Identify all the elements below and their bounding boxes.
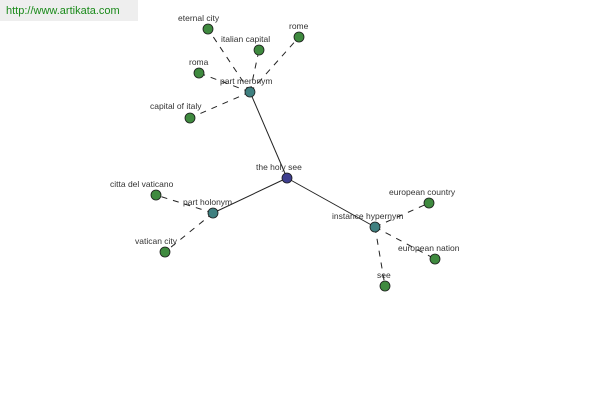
node-vatcity[interactable] <box>159 246 171 258</box>
node-label-holonym: part holonym <box>183 197 232 207</box>
node-see[interactable] <box>379 280 391 292</box>
node-hypernym[interactable] <box>369 221 381 233</box>
node-meronym[interactable] <box>244 86 256 98</box>
node-label-capitaly: capital of italy <box>150 101 202 111</box>
edge-root-holonym <box>212 177 288 214</box>
node-citta[interactable] <box>150 189 162 201</box>
node-root[interactable] <box>281 172 293 184</box>
labels-layer: the holy see part meronym part holonym inst… <box>110 13 460 280</box>
node-eunation[interactable] <box>429 253 441 265</box>
node-capitaly[interactable] <box>184 112 196 124</box>
node-label-citta: citta del vaticano <box>110 179 174 189</box>
node-label-meronym: part meronym <box>220 76 272 86</box>
node-roma[interactable] <box>193 67 205 79</box>
node-label-hypernym: instance hypernym <box>332 211 403 221</box>
edges-layer <box>155 28 436 287</box>
node-eternal[interactable] <box>202 23 214 35</box>
node-label-roma: roma <box>189 57 209 67</box>
edge-root-hypernym <box>286 177 376 228</box>
node-label-eucountry: european country <box>389 187 456 197</box>
node-label-eunation: european nation <box>398 243 460 253</box>
node-italiancap[interactable] <box>253 44 265 56</box>
edge-meronym-eternal <box>207 28 251 93</box>
node-label-eternal: eternal city <box>178 13 220 23</box>
edge-root-meronym <box>249 91 288 179</box>
edge-hypernym-see <box>374 226 386 287</box>
source-link[interactable]: http://www.artikata.com <box>0 0 138 21</box>
nodes-layer <box>150 23 441 292</box>
edge-holonym-vatcity <box>164 212 214 253</box>
node-rome[interactable] <box>293 31 305 43</box>
node-holonym[interactable] <box>207 207 219 219</box>
node-eucountry[interactable] <box>423 197 435 209</box>
node-label-root: the holy see <box>256 162 302 172</box>
edge-holonym-citta <box>155 194 214 214</box>
edge-meronym-roma <box>198 72 251 93</box>
node-label-vatcity: vatican city <box>135 236 178 246</box>
edge-hypernym-eucountry <box>374 202 430 228</box>
node-label-italiancap: italian capital <box>221 34 270 44</box>
edge-meronym-rome <box>249 36 300 93</box>
node-label-rome: rome <box>289 21 309 31</box>
node-label-see: see <box>377 270 391 280</box>
